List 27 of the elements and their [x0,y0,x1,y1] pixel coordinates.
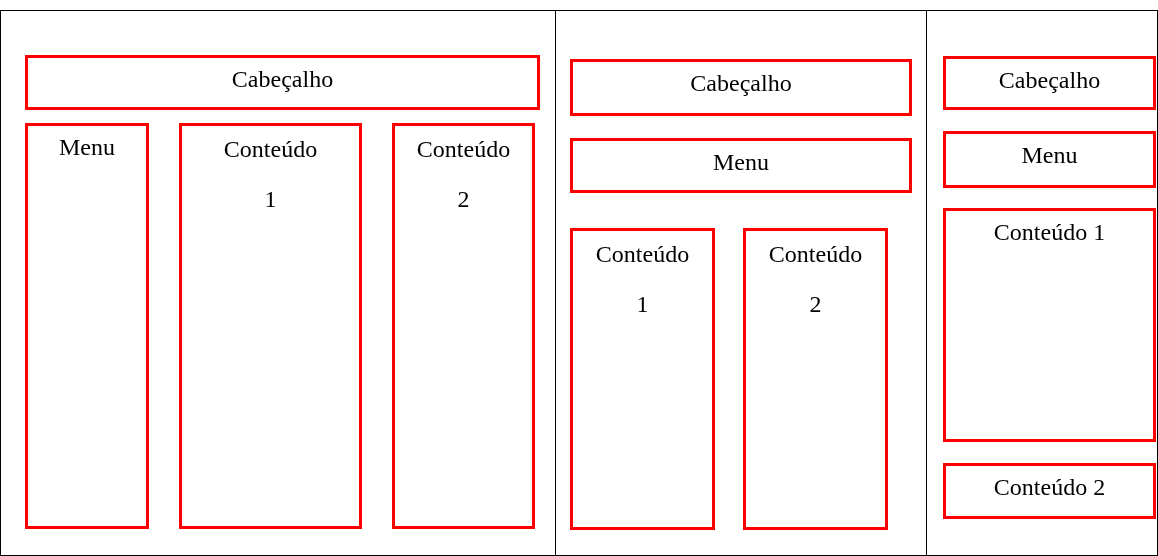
box-label: Cabeçalho [690,69,792,98]
layout-region-box [743,228,888,530]
layout-column [926,10,1158,556]
box-label: Conteúdo 2 [993,473,1106,502]
box-label: Conteúdo 2 [415,135,512,214]
layout-region-box [25,123,149,529]
layout-region-box [943,463,1156,519]
layout-column [555,10,927,556]
layout-region-box [179,123,362,529]
layout-column [0,10,556,556]
layout-region-box [570,228,715,530]
layout-region-box [943,208,1156,442]
box-label: Cabeçalho [231,65,334,94]
layout-region-box [392,123,535,529]
layout-region-box [570,59,912,116]
layout-region-box [25,55,540,110]
box-label: Conteúdo 1 [993,218,1106,247]
box-label: Cabeçalho [998,66,1101,95]
layout-region-box [943,56,1156,110]
box-label: Menu [59,133,115,162]
layout-region-box [943,131,1156,188]
box-label: Conteúdo 1 [594,240,691,319]
box-label: Conteúdo 1 [222,135,319,214]
box-label: Menu [1021,141,1078,170]
box-label: Conteúdo 2 [767,240,864,319]
layout-region-box [570,138,912,193]
box-label: Menu [713,148,769,177]
